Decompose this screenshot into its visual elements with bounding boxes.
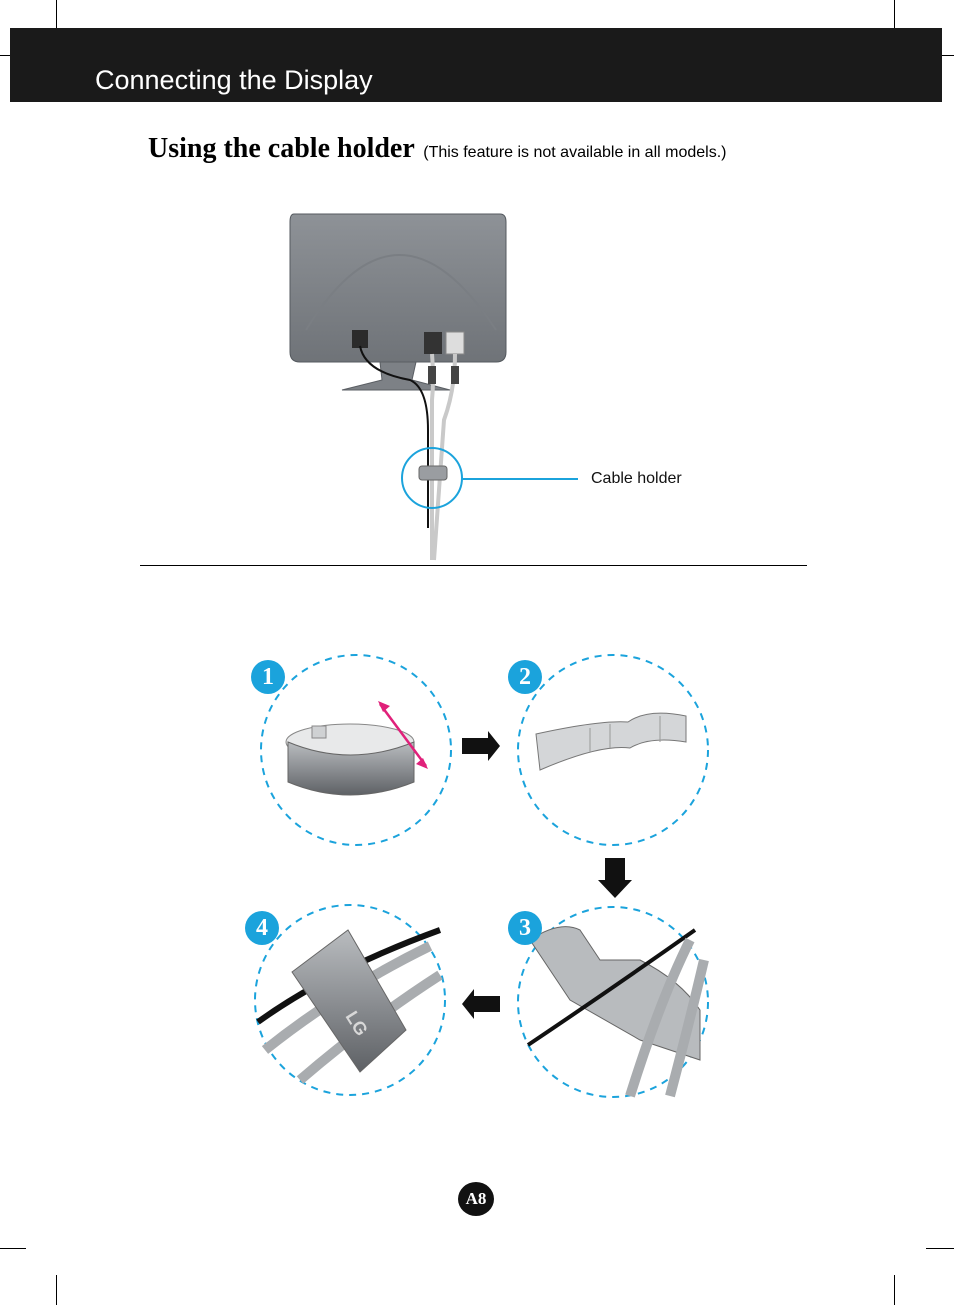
cables (359, 345, 459, 561)
section-note: (This feature is not available in all mo… (423, 144, 727, 161)
step-4-badge: 4 (245, 911, 279, 945)
arrow-down-icon (598, 858, 632, 898)
step-3-illustration (517, 906, 709, 1098)
step-1-badge: 1 (251, 660, 285, 694)
monitor-body (289, 213, 507, 391)
crop-mark (0, 55, 10, 56)
crop-mark (926, 1248, 954, 1249)
header-bar (10, 28, 942, 102)
cable-holder-callout (401, 447, 578, 509)
section-heading: Using the cable holder (This feature is … (148, 133, 726, 165)
crop-mark (942, 55, 954, 56)
crop-mark (894, 1275, 895, 1305)
cable-holder-label: Cable holder (591, 470, 682, 487)
step-3-badge: 3 (508, 911, 542, 945)
step-4-illustration: LG (254, 904, 446, 1096)
arrow-right-icon (462, 731, 500, 761)
step-1-illustration (260, 654, 452, 846)
crop-mark (56, 0, 57, 30)
divider (140, 565, 807, 566)
section-title: Using the cable holder (148, 133, 415, 164)
step-2-illustration (517, 654, 709, 846)
crop-mark (894, 0, 895, 30)
page-title: Connecting the Display (95, 65, 373, 95)
crop-mark (0, 1248, 26, 1249)
crop-mark (56, 1275, 57, 1305)
arrow-left-icon (462, 989, 500, 1019)
step-2-badge: 2 (508, 660, 542, 694)
page-number: A8 (458, 1182, 494, 1216)
